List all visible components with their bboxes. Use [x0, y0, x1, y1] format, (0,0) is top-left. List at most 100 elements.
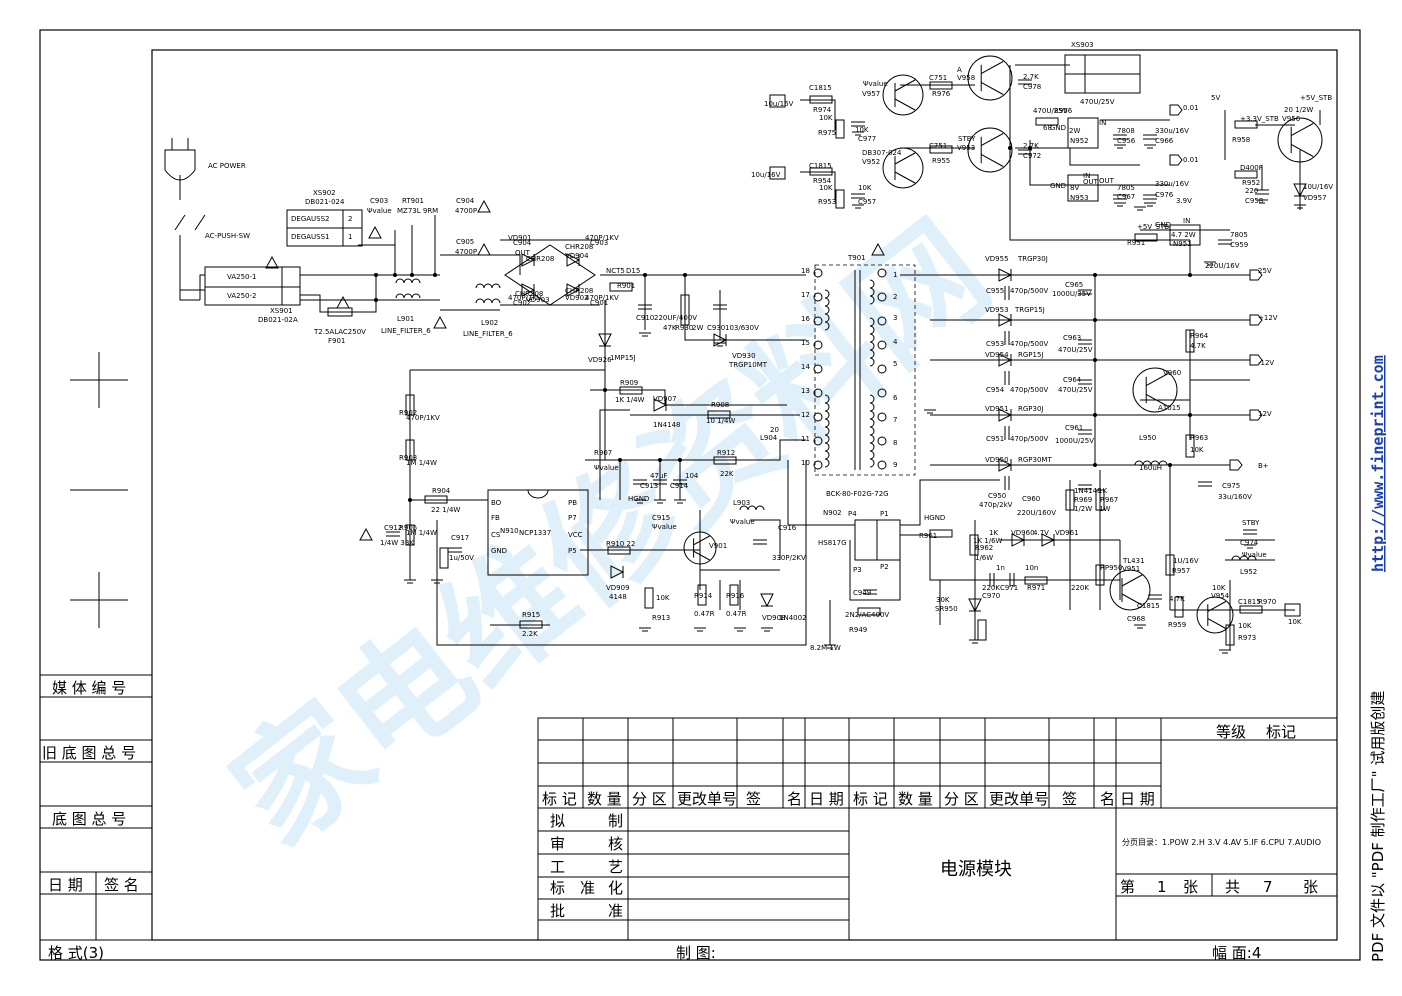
schematic-label: R905 [399, 524, 417, 532]
schematic-label: C967 [1117, 193, 1135, 201]
schematic-label: 5V [1211, 94, 1220, 102]
transistor-collector [894, 152, 916, 165]
schematic-label: R904 [432, 487, 451, 495]
schematic-label: V960 [1163, 369, 1181, 377]
diode-symbol [521, 253, 536, 267]
schematic-label: 18 [801, 267, 810, 275]
schematic-label: 0.47R [694, 610, 715, 618]
fineprint-url[interactable]: http://www.fineprint.com [1369, 355, 1387, 572]
sheet-zhang2: 张 [1303, 878, 1318, 896]
schematic-label: DEGAUSS1 [291, 233, 330, 241]
transistor-symbol [683, 531, 717, 565]
warning-triangle [433, 315, 447, 329]
junction-dot [374, 298, 378, 302]
wire-segment [800, 99, 836, 130]
wire-segment [440, 254, 521, 275]
frame-size-label: 幅 面:4 [1212, 944, 1261, 962]
schematic-label: 4.7K [1169, 595, 1185, 603]
resistor-symbol [857, 607, 881, 616]
schematic-label: SR950 [935, 605, 958, 613]
inductor-coil [483, 283, 493, 289]
junction-dot [1093, 463, 1097, 467]
schematic-label: 470p/500V [1010, 340, 1049, 348]
schematic-label: C961 [1065, 424, 1083, 432]
transformer-pin [877, 364, 887, 374]
inductor-coil [475, 298, 485, 304]
schematic-label: 10K [656, 594, 670, 602]
schematic-label: C949 [853, 589, 871, 597]
transformer-pin [813, 292, 823, 302]
schematic-label: 30K [936, 596, 950, 604]
schematic-label: C970 [982, 592, 1000, 600]
regulator-n951 [1169, 224, 1201, 246]
schematic-label: VD908 [762, 614, 786, 622]
schematic-label: R958 [1232, 136, 1250, 144]
transistor-collector [1290, 123, 1314, 137]
transformer-pin [877, 292, 887, 302]
schematic-label: L901 [397, 315, 414, 323]
output-port [1249, 354, 1263, 366]
schematic-label: 1n [996, 564, 1005, 572]
schematic-label: C957 [858, 198, 876, 206]
inductor-coil [824, 321, 830, 331]
diode-symbol [1293, 183, 1307, 198]
schematic-label: C1815 [809, 84, 832, 92]
schematic-label: CHR208 [526, 255, 554, 263]
schematic-label: 1N4148 [1074, 487, 1102, 495]
resistor-symbol [439, 547, 449, 569]
transistor-emitter [980, 153, 1004, 167]
schematic-label: C1815 [809, 162, 832, 170]
schematic-label: 3 [893, 314, 897, 322]
schematic-label: R955 [932, 157, 950, 165]
schematic-label: 220UF/400V [654, 314, 697, 322]
transformer-pin [813, 412, 823, 422]
drawing-title: 电源模块 [940, 859, 1012, 880]
schematic-label: VD960 [1011, 529, 1035, 537]
output-port [1229, 459, 1243, 471]
junction-dot [618, 458, 622, 462]
diode-symbol [653, 398, 668, 412]
diode-symbol [760, 593, 774, 608]
revision-header: 数 量 [898, 790, 933, 808]
diode-symbol [998, 268, 1013, 282]
resistor-symbol [1024, 576, 1048, 585]
inductor-coil [395, 278, 405, 284]
schematic-label: OUT [1099, 177, 1115, 185]
schematic-label: 10 1/4W [706, 417, 735, 425]
schematic-label: 220K [1071, 584, 1089, 592]
schematic-label: N951 [1173, 240, 1192, 248]
diode-symbol [598, 333, 612, 348]
wire-segment [750, 519, 781, 560]
schematic-label: R961 [919, 532, 937, 540]
schematic-label: R912 [717, 449, 735, 457]
transformer-pin [877, 268, 887, 278]
schematic-label: L902 [481, 319, 498, 327]
wire-segment [604, 300, 640, 391]
schematic-label: D15 [626, 267, 640, 275]
schematic-label: F901 [328, 337, 345, 345]
resistor-symbol [1185, 434, 1195, 458]
resistor-symbol [405, 439, 415, 461]
schematic-label: 160uH [1139, 464, 1162, 472]
schematic-label: R971 [1027, 584, 1045, 592]
transistor-collector [1207, 601, 1227, 612]
transformer-pin [877, 340, 887, 350]
junction-dot [393, 273, 397, 277]
transformer-pin [877, 316, 887, 326]
resistor-symbol [1095, 489, 1105, 511]
schematic-label: 1u/50V [449, 554, 474, 562]
schematic-label: 1K [1098, 487, 1107, 495]
wire-segment [1009, 65, 1190, 241]
schematic-label: R959 [1168, 621, 1186, 629]
schematic-label: C978 [1023, 83, 1041, 91]
diode-symbol [998, 353, 1013, 367]
switch-contact [194, 214, 206, 231]
schematic-label: 470P/1KV [585, 294, 619, 302]
schematic-label: C751 [929, 142, 947, 150]
schematic-label: IN [1099, 119, 1106, 127]
page-index: 分页目录：1.POW 2.H 3.V 4.AV 5.IF 6.CPU 7.AUD… [1122, 838, 1321, 847]
schematic-label: OUT [515, 249, 531, 257]
schematic-label: 10 [801, 459, 810, 467]
schematic-label: VD957 [1303, 194, 1327, 202]
